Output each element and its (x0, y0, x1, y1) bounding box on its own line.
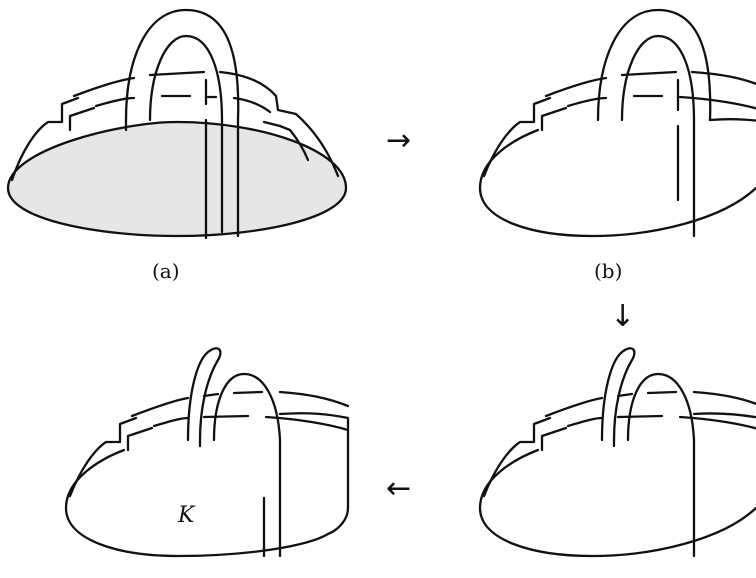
knot-label-k: K (177, 503, 196, 528)
panel-a (6, 8, 348, 240)
outer-arch (124, 8, 240, 238)
panel-d (64, 347, 350, 558)
label-panel-b: (b) (594, 259, 622, 283)
base-curve (478, 128, 756, 238)
band-upper (72, 70, 278, 98)
band-lower (94, 94, 272, 114)
shaded-disk (6, 120, 348, 238)
thin-loop (600, 347, 636, 442)
arrow-left: ← (386, 471, 411, 506)
panel-c (478, 347, 756, 558)
label-panel-a: (a) (152, 259, 180, 283)
arrow-right: → (386, 123, 411, 158)
arrow-down: ↓ (610, 299, 635, 334)
panel-b (478, 8, 756, 238)
inner-arch (148, 34, 224, 234)
